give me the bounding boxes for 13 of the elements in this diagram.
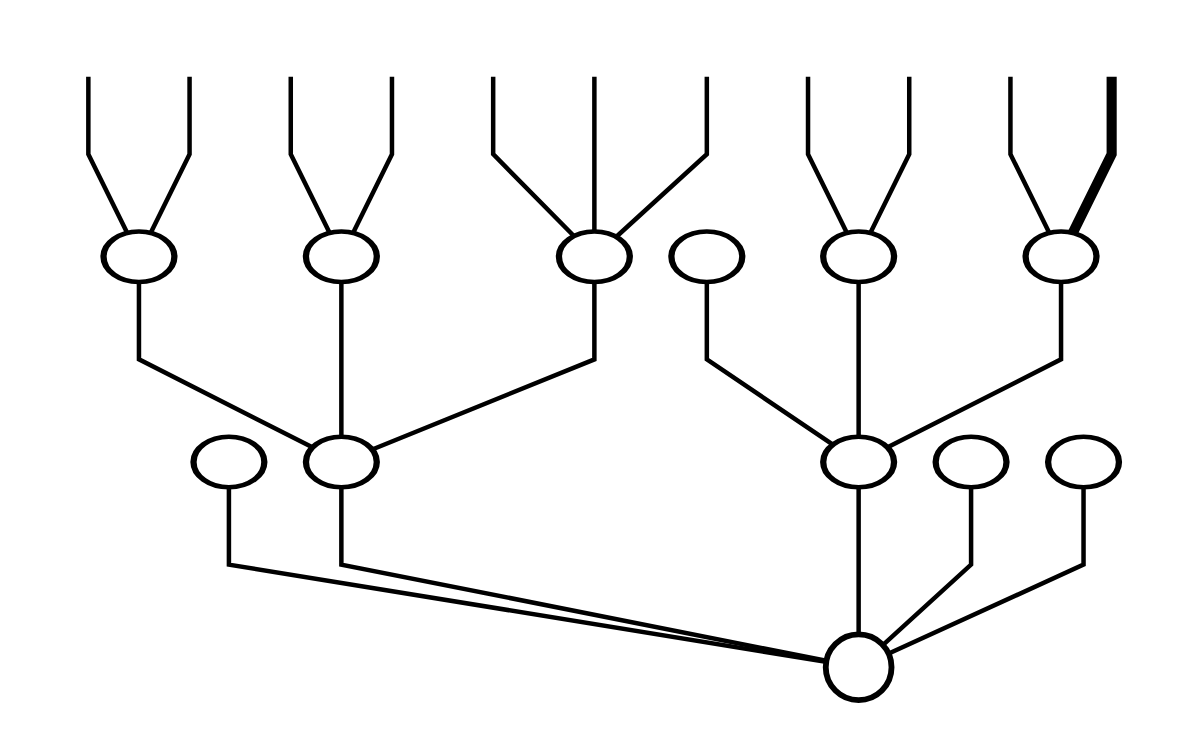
node-ellipse <box>1022 228 1100 285</box>
node-ellipse <box>1045 433 1122 490</box>
node-ellipse <box>190 433 267 490</box>
node-ellipse <box>933 433 1010 490</box>
node-ellipse <box>556 228 633 285</box>
node-circle <box>822 630 895 703</box>
node-ellipse <box>303 228 380 285</box>
node-ellipse <box>820 228 897 285</box>
node-ellipse <box>100 228 178 285</box>
node-ellipse <box>668 228 745 285</box>
node-ellipse <box>820 433 897 490</box>
node-ellipse <box>303 433 380 490</box>
connector <box>592 76 597 231</box>
